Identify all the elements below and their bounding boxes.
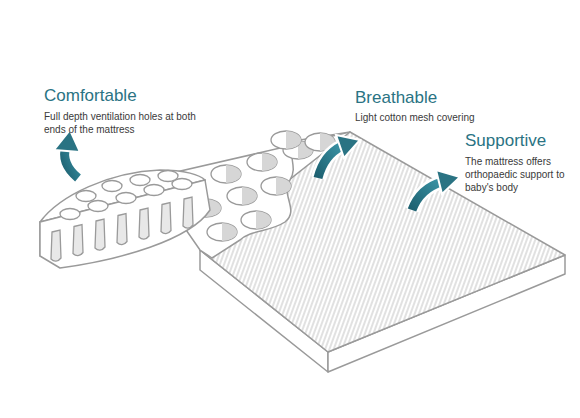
foam-hole — [144, 185, 164, 196]
foam-hole — [158, 171, 178, 182]
callout-body: Full depth ventilation holes at both end… — [44, 110, 212, 136]
hole-shade — [242, 187, 257, 205]
foam-holes — [60, 171, 192, 220]
ventilation-hole — [241, 211, 271, 229]
hole-shade — [226, 165, 241, 183]
foam-hole — [76, 191, 96, 202]
foam-channel — [161, 203, 171, 234]
hole-shade — [222, 223, 237, 241]
foam-channel — [183, 197, 193, 228]
ventilation-hole — [211, 165, 241, 183]
foam-channel — [73, 225, 83, 256]
callout-body: Light cotton mesh covering — [355, 111, 475, 124]
foam-hole — [88, 201, 108, 212]
callout-heading: Breathable — [355, 88, 437, 108]
foam-hole — [116, 193, 136, 204]
foam-channel — [139, 208, 149, 239]
hole-shade — [286, 131, 301, 149]
foam-hole — [130, 175, 150, 186]
foam-channel — [51, 230, 61, 261]
foam-piece — [40, 170, 210, 268]
foam-hole — [60, 209, 80, 220]
foam-hole — [102, 181, 122, 192]
callout-heading: Comfortable — [44, 86, 137, 106]
hole-shade — [256, 211, 271, 229]
callout-arrows — [54, 130, 460, 210]
ventilation-hole — [261, 177, 291, 195]
ventilation-hole — [227, 187, 257, 205]
mattress-body — [150, 132, 565, 372]
hole-shade — [276, 177, 291, 195]
callout-body: The mattress offers orthopaedic support … — [465, 155, 575, 194]
ventilation-hole — [207, 223, 237, 241]
callout-heading: Supportive — [465, 131, 546, 151]
hole-shade — [262, 153, 277, 171]
ventilation-hole — [247, 153, 277, 171]
ventilation-hole — [271, 131, 301, 149]
foam-channels — [51, 197, 193, 261]
foam-channel — [117, 214, 127, 245]
foam-channel — [95, 219, 105, 250]
